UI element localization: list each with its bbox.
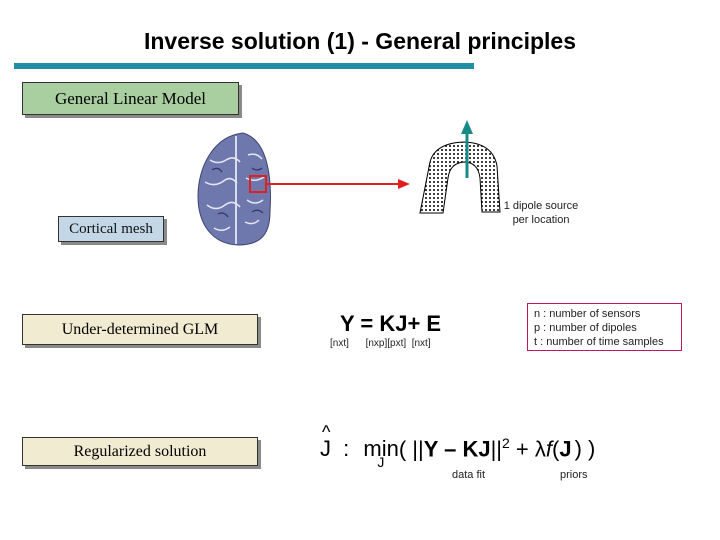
glm-equation: Y = KJ+ E: [340, 311, 442, 336]
page-title: Inverse solution (1) - General principle…: [143, 28, 576, 54]
red-arrow-icon: [266, 179, 410, 189]
dipole-note-line-2: per location: [512, 214, 570, 226]
formula-open: ( ||: [398, 436, 424, 462]
dimension-legend: n : number of sensors p : number of dipo…: [527, 303, 682, 351]
formula-colon: :: [343, 436, 350, 462]
formula-residual: Y – KJ: [423, 436, 491, 462]
title-underline: [14, 63, 474, 69]
cortical-fold-icon: [419, 141, 501, 214]
dipole-arrow-icon: [461, 120, 473, 178]
brain-icon: [197, 132, 271, 246]
formula-j: J: [559, 436, 572, 462]
equation-dimensions: [nxt] [nxp][pxt] [nxt]: [330, 338, 431, 349]
legend-dipoles: p : number of dipoles: [534, 322, 637, 334]
formula-f: f: [545, 436, 552, 462]
formula-square: 2: [502, 435, 510, 451]
regularized-formula: ^ J : min J ( ||Y – KJ||2 + λf(J) ): [320, 422, 596, 470]
cortical-mesh-box: Cortical mesh: [58, 216, 164, 242]
legend-time-samples: t : number of time samples: [534, 336, 664, 348]
formula-min-subscript: J: [377, 454, 385, 471]
data-fit-label: data fit: [452, 469, 486, 481]
regularized-solution-box: Regularized solution: [22, 437, 258, 466]
general-linear-model-box: General Linear Model: [22, 82, 239, 115]
legend-sensors: n : number of sensors: [534, 308, 641, 320]
dipole-note-line-1: 1 dipole source: [503, 200, 579, 212]
formula-plus-lambda: + λ: [509, 436, 546, 462]
hat-symbol: ^: [322, 422, 331, 443]
priors-label: priors: [560, 469, 588, 481]
formula-norm-close: ||: [490, 436, 502, 462]
formula-end: ) ): [574, 436, 596, 462]
under-determined-glm-box: Under-determined GLM: [22, 314, 258, 345]
formula-min: min: [363, 436, 399, 462]
formula-j-hat: J: [320, 436, 331, 462]
formula-paren: (: [552, 436, 560, 462]
dipole-source-note: 1 dipole source per location: [496, 199, 586, 227]
